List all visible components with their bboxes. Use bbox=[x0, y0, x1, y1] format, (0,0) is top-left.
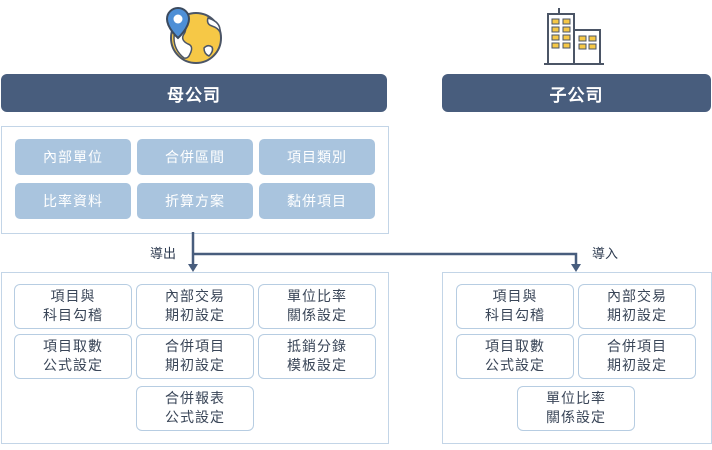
subsidiary-title: 子公司 bbox=[549, 85, 604, 106]
sub-task-item-account-check: 項目與科目勾稽 bbox=[456, 284, 574, 329]
globe-location-icon bbox=[165, 6, 222, 64]
sub-task-unit-ratio-relation: 單位比率關係設定 bbox=[517, 386, 635, 431]
chip-ratio-data: 比率資料 bbox=[15, 183, 131, 219]
chip-merge-item: 黏併項目 bbox=[259, 183, 375, 219]
task-item-account-check: 項目與科目勾稽 bbox=[14, 284, 132, 329]
import-arrow-head bbox=[571, 264, 581, 272]
import-label: 導入 bbox=[592, 247, 619, 262]
sub-task-item-fetch-formula: 項目取數公式設定 bbox=[456, 334, 574, 379]
chip-translation-scheme: 折算方案 bbox=[137, 183, 253, 219]
task-elimination-template: 抵銷分錄模板設定 bbox=[258, 334, 376, 379]
office-building-icon bbox=[544, 8, 604, 65]
parent-company-title: 母公司 bbox=[167, 85, 221, 106]
sub-task-merge-item-opening: 合併項目期初設定 bbox=[578, 334, 696, 379]
task-consolidated-report-formula: 合併報表公式設定 bbox=[136, 386, 254, 431]
export-label: 導出 bbox=[150, 247, 177, 262]
subsidiary-banner: 子公司 bbox=[442, 74, 711, 112]
chip-consolidation-period: 合併區間 bbox=[137, 139, 253, 175]
parent-company-banner: 母公司 bbox=[1, 74, 387, 112]
chip-internal-unit: 內部單位 bbox=[15, 139, 131, 175]
sub-task-intercompany-opening: 內部交易期初設定 bbox=[578, 284, 696, 329]
task-merge-item-opening: 合併項目期初設定 bbox=[136, 334, 254, 379]
task-item-fetch-formula: 項目取數公式設定 bbox=[14, 334, 132, 379]
task-unit-ratio-relation: 單位比率關係設定 bbox=[258, 284, 376, 329]
export-arrow-head bbox=[188, 264, 198, 272]
task-intercompany-opening: 內部交易期初設定 bbox=[136, 284, 254, 329]
chip-item-category: 項目類別 bbox=[259, 139, 375, 175]
